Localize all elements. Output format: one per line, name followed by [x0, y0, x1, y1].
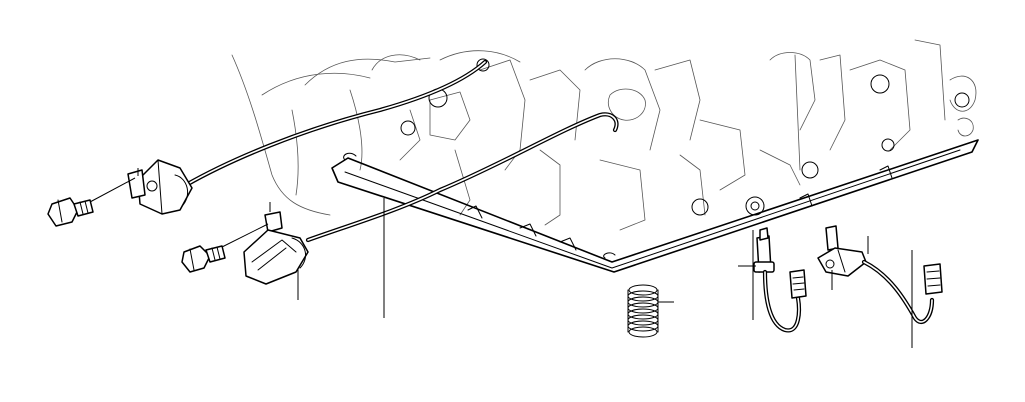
temperature-sensor	[753, 227, 807, 333]
compression-spring	[627, 284, 659, 338]
sensor-wire-lower	[305, 112, 619, 243]
mounting-bolt-left	[47, 197, 94, 227]
speed-sensor-right	[243, 211, 309, 285]
speed-sensor-left	[127, 159, 193, 215]
sensor-wire-upper	[183, 59, 488, 188]
transmission-housing	[231, 39, 977, 231]
pressure-switch	[817, 225, 943, 325]
oil-pan-gasket	[331, 139, 979, 273]
mounting-bolt-right	[181, 245, 226, 273]
leader-lines	[89, 168, 913, 348]
leader-line	[89, 177, 136, 203]
leader-line	[221, 223, 269, 248]
